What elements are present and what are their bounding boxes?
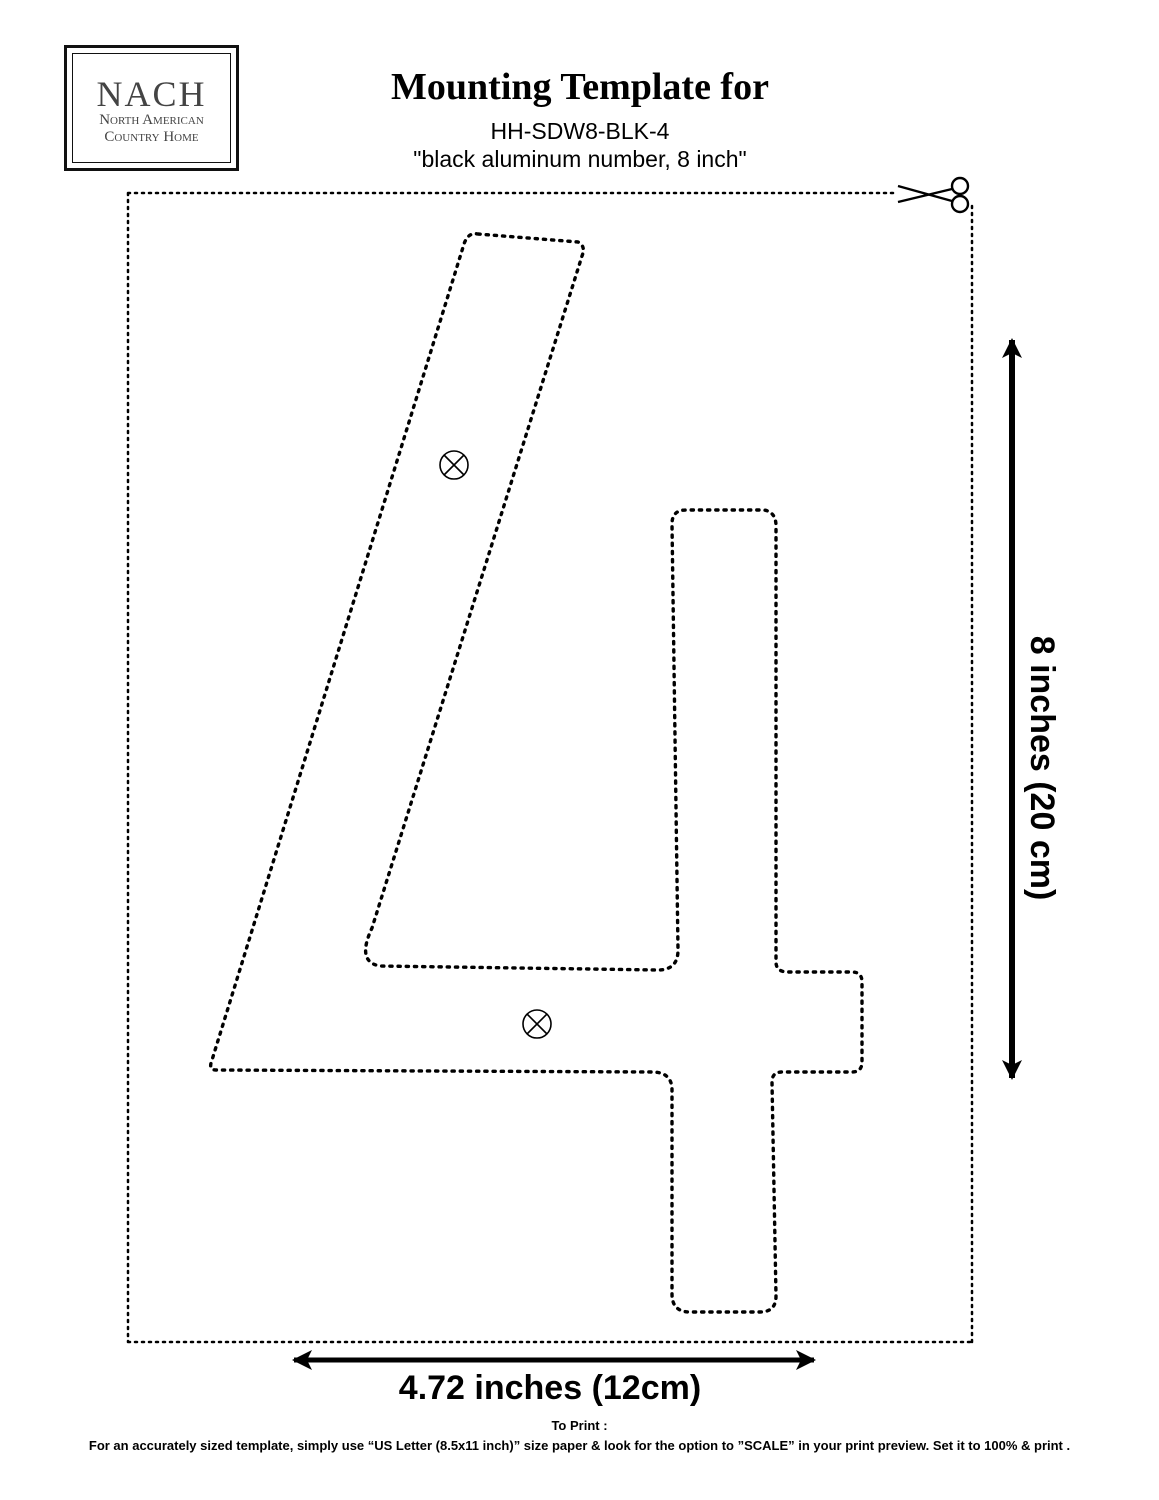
model-number: HH-SDW8-BLK-4 — [490, 118, 670, 144]
brand-logo-inner: NACH North American Country Home — [72, 53, 231, 163]
screw-hole-icon — [439, 450, 469, 480]
brand-logo-line-1: North American — [99, 112, 204, 128]
print-heading: To Print : — [551, 1418, 608, 1433]
digit-outline — [208, 232, 864, 1314]
width-dimension-label: 4.72 inches (12cm) — [398, 1369, 702, 1407]
page-title: Mounting Template for — [391, 66, 769, 108]
scissors-icon — [897, 176, 970, 214]
print-instructions: For an accurately sized template, simply… — [88, 1438, 1071, 1453]
product-description: "black aluminum number, 8 inch" — [413, 146, 747, 172]
brand-logo: NACH North American Country Home — [64, 45, 239, 171]
screw-hole-icon — [522, 1009, 552, 1039]
cut-border — [126, 191, 974, 1344]
brand-logo-line-2: Country Home — [104, 129, 199, 145]
height-dimension-label: 8 inches (20 cm) — [1023, 635, 1061, 901]
brand-logo-mark: NACH — [96, 74, 207, 114]
